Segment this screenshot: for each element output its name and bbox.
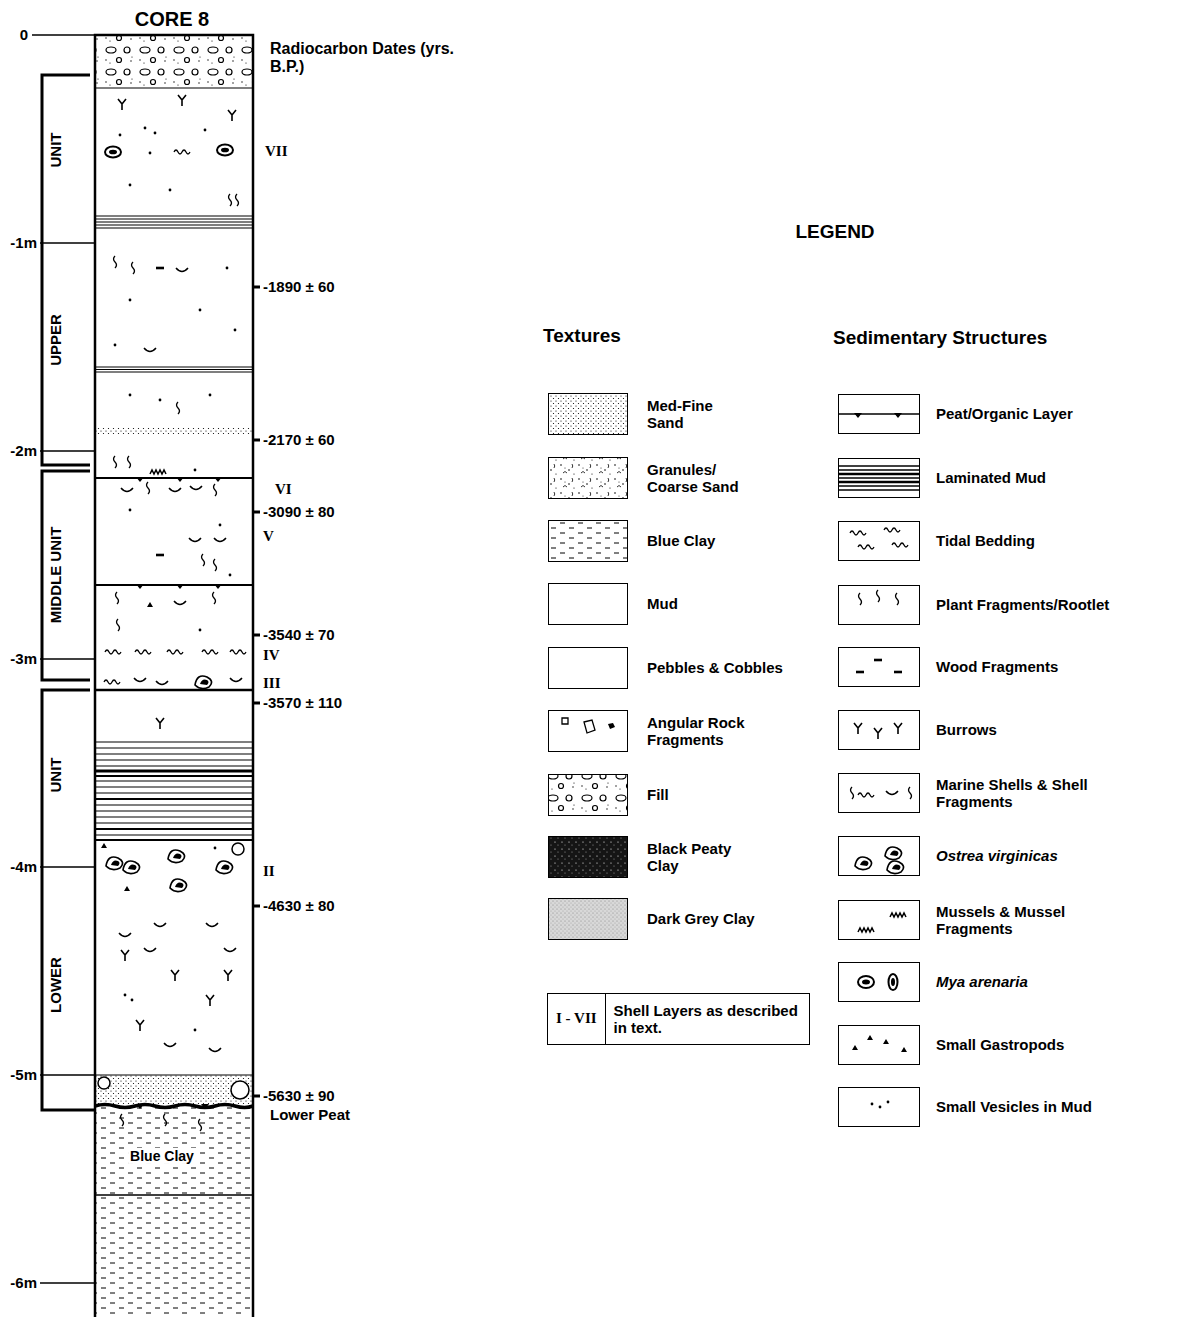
- legend-label: Plant Fragments/Rootlet: [936, 596, 1171, 613]
- depth-label: -6m: [10, 1274, 37, 1291]
- note-text: Shell Layers as described in text.: [606, 997, 809, 1042]
- unit-label: UNIT: [47, 758, 64, 793]
- depth-label: -3m: [10, 650, 37, 667]
- legend-swatch: [838, 585, 920, 625]
- core-column: [95, 35, 253, 1317]
- core-title: CORE 8: [135, 8, 209, 31]
- legend-swatch: [838, 900, 920, 940]
- legend-label: Small Vesicles in Mud: [936, 1098, 1171, 1115]
- depth-label: -2m: [10, 442, 37, 459]
- legend-swatch: [548, 647, 628, 689]
- legend-label: Peat/Organic Layer: [936, 405, 1171, 422]
- legend-label: Granules/ Coarse Sand: [647, 461, 757, 496]
- legend-label: Med-Fine Sand: [647, 397, 727, 432]
- radiocarbon-date: -3540 ± 70: [263, 626, 335, 643]
- legend-label: Blue Clay: [647, 532, 767, 549]
- depth-label: -5m: [10, 1066, 37, 1083]
- legend-label: Ostrea virginicas: [936, 847, 1171, 864]
- legend-swatch: [548, 583, 628, 625]
- legend-label: Fill: [647, 786, 767, 803]
- shell-layer-number: VII: [265, 143, 288, 160]
- legend-label: Angular Rock Fragments: [647, 714, 777, 749]
- legend-swatch: [548, 457, 628, 499]
- shell-layer-number: VI: [275, 481, 292, 498]
- legend-swatch: [838, 521, 920, 561]
- legend-label: Black Peaty Clay: [647, 840, 747, 875]
- legend-swatch: [548, 710, 628, 752]
- radiocarbon-date: -3570 ± 110: [263, 694, 342, 711]
- legend-swatch: [838, 1087, 920, 1127]
- legend-label: Laminated Mud: [936, 469, 1171, 486]
- legend-column-heading: Textures: [543, 325, 621, 347]
- column-heading: Radiocarbon Dates (yrs. B.P.): [270, 40, 470, 77]
- radiocarbon-date: -4630 ± 80: [263, 897, 335, 914]
- date-ticks: [253, 287, 260, 1096]
- shell-layer-number: III: [263, 675, 281, 692]
- legend-column-heading: Sedimentary Structures: [833, 327, 1047, 349]
- legend-note-box: I - VIIShell Layers as described in text…: [547, 993, 810, 1045]
- legend-swatch: [838, 836, 920, 876]
- legend-swatch: [838, 1025, 920, 1065]
- depth-label: -1m: [10, 234, 37, 251]
- note-key: I - VII: [548, 994, 606, 1044]
- depth-ticks: [32, 35, 95, 1283]
- legend-swatch: [838, 458, 920, 498]
- legend-label: Marine Shells & Shell Fragments: [936, 776, 1091, 811]
- legend-label: Wood Fragments: [936, 658, 1171, 675]
- legend-label: Mya arenaria: [936, 973, 1171, 990]
- shell-layer-number: II: [263, 863, 275, 880]
- legend-label: Dark Grey Clay: [647, 910, 797, 927]
- radiocarbon-date: Lower Peat: [270, 1106, 350, 1123]
- shell-layer-number: V: [263, 528, 274, 545]
- legend-label: Burrows: [936, 721, 1171, 738]
- legend-swatch-art: [548, 393, 920, 1108]
- layer-label: Blue Clay: [128, 1148, 196, 1164]
- legend-swatch: [838, 962, 920, 1002]
- legend-label: Pebbles & Cobbles: [647, 659, 822, 676]
- unit-brackets: [42, 75, 95, 1110]
- legend-swatch: [548, 393, 628, 435]
- legend-swatch: [838, 647, 920, 687]
- legend-heading: LEGEND: [795, 221, 874, 243]
- unit-label: MIDDLE UNIT: [47, 527, 64, 624]
- shell-layer-number: IV: [263, 647, 280, 664]
- unit-label: UNIT: [47, 133, 64, 168]
- unit-label: UPPER: [47, 314, 64, 366]
- depth-label: -4m: [10, 858, 37, 875]
- radiocarbon-date: -1890 ± 60: [263, 278, 335, 295]
- radiocarbon-date: -2170 ± 60: [263, 431, 335, 448]
- legend-swatch: [838, 710, 920, 750]
- legend-swatch: [548, 836, 628, 878]
- legend-swatch: [548, 774, 628, 816]
- legend-swatch: [548, 898, 628, 940]
- depth-label: 0: [20, 26, 28, 43]
- legend-swatch: [838, 394, 920, 434]
- radiocarbon-date: -5630 ± 90: [263, 1087, 335, 1104]
- legend-label: Tidal Bedding: [936, 532, 1171, 549]
- legend-swatch: [548, 520, 628, 562]
- unit-label: LOWER: [47, 957, 64, 1013]
- legend-label: Mud: [647, 595, 767, 612]
- legend-label: Small Gastropods: [936, 1036, 1171, 1053]
- radiocarbon-date: -3090 ± 80: [263, 503, 335, 520]
- legend-swatch: [838, 773, 920, 813]
- legend-label: Mussels & Mussel Fragments: [936, 903, 1101, 938]
